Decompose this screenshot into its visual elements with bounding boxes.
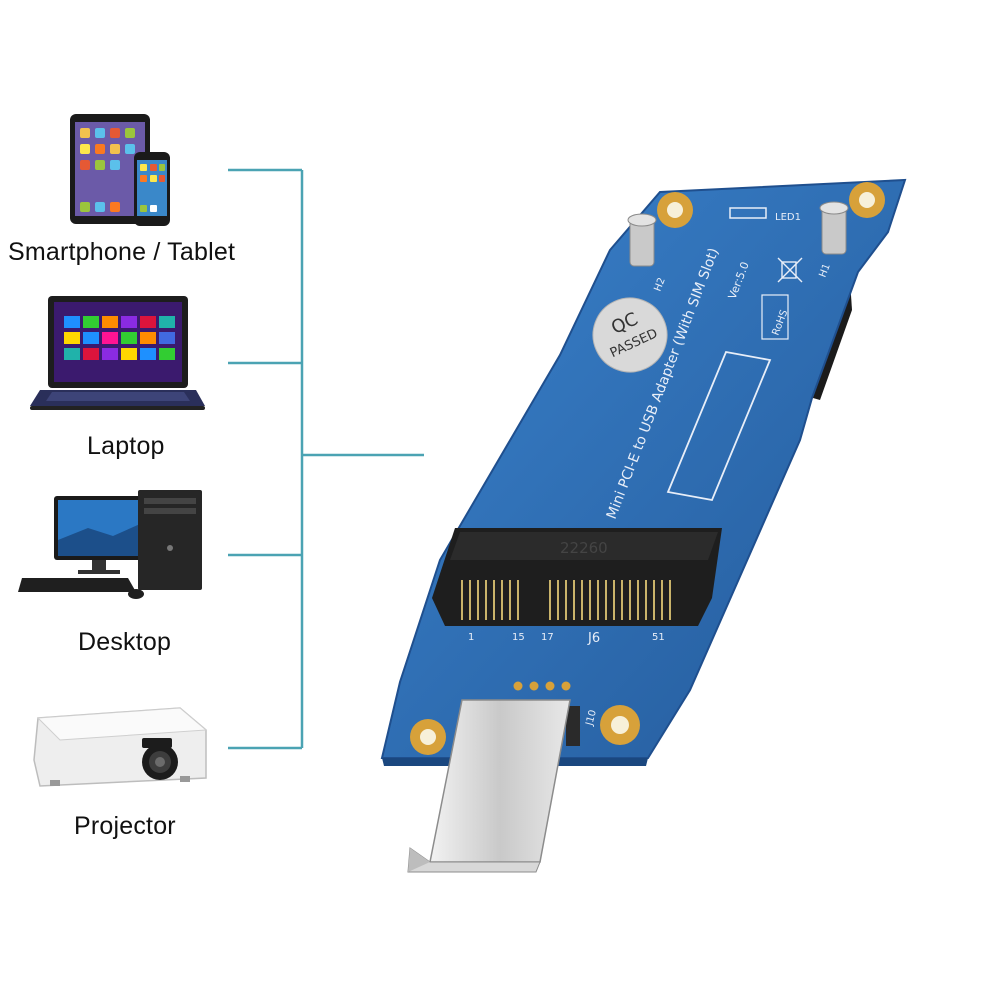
board-h2-label: H2 [653,276,668,293]
projector-icon [33,707,208,787]
desktop-icon [18,490,202,599]
pin-17-label: 17 [541,632,554,643]
j6-label: J6 [587,631,600,646]
laptop-icon [30,296,205,410]
connector-code: 22260 [560,539,608,557]
mini-pcie-connector: 22260 [432,528,722,626]
device-label-desktop: Desktop [78,628,172,656]
mounting-holes [410,182,885,755]
device-label-laptop: Laptop [87,432,165,460]
qc-passed-sticker: QC PASSED [592,297,668,373]
device-label-smartphone-tablet: Smartphone / Tablet [8,238,236,266]
device-label-projector: Projector [74,812,176,840]
pin-15-label: 15 [512,632,525,643]
usb-a-plug [407,699,571,873]
solder-pads [513,681,571,691]
pin-51-label: 51 [652,632,665,643]
mini-pcie-usb-adapter: QC PASSED Mini PCI-E to USB Adapter (Wit… [380,178,907,873]
weee-icon [777,257,803,283]
standoffs [627,201,849,267]
pin-1-label: 1 [468,632,474,643]
j10-label: J10 [584,709,599,728]
board-led-label: LED1 [775,212,801,223]
board-h1-label: H1 [818,262,833,279]
smartphone-tablet-icon [70,114,170,226]
